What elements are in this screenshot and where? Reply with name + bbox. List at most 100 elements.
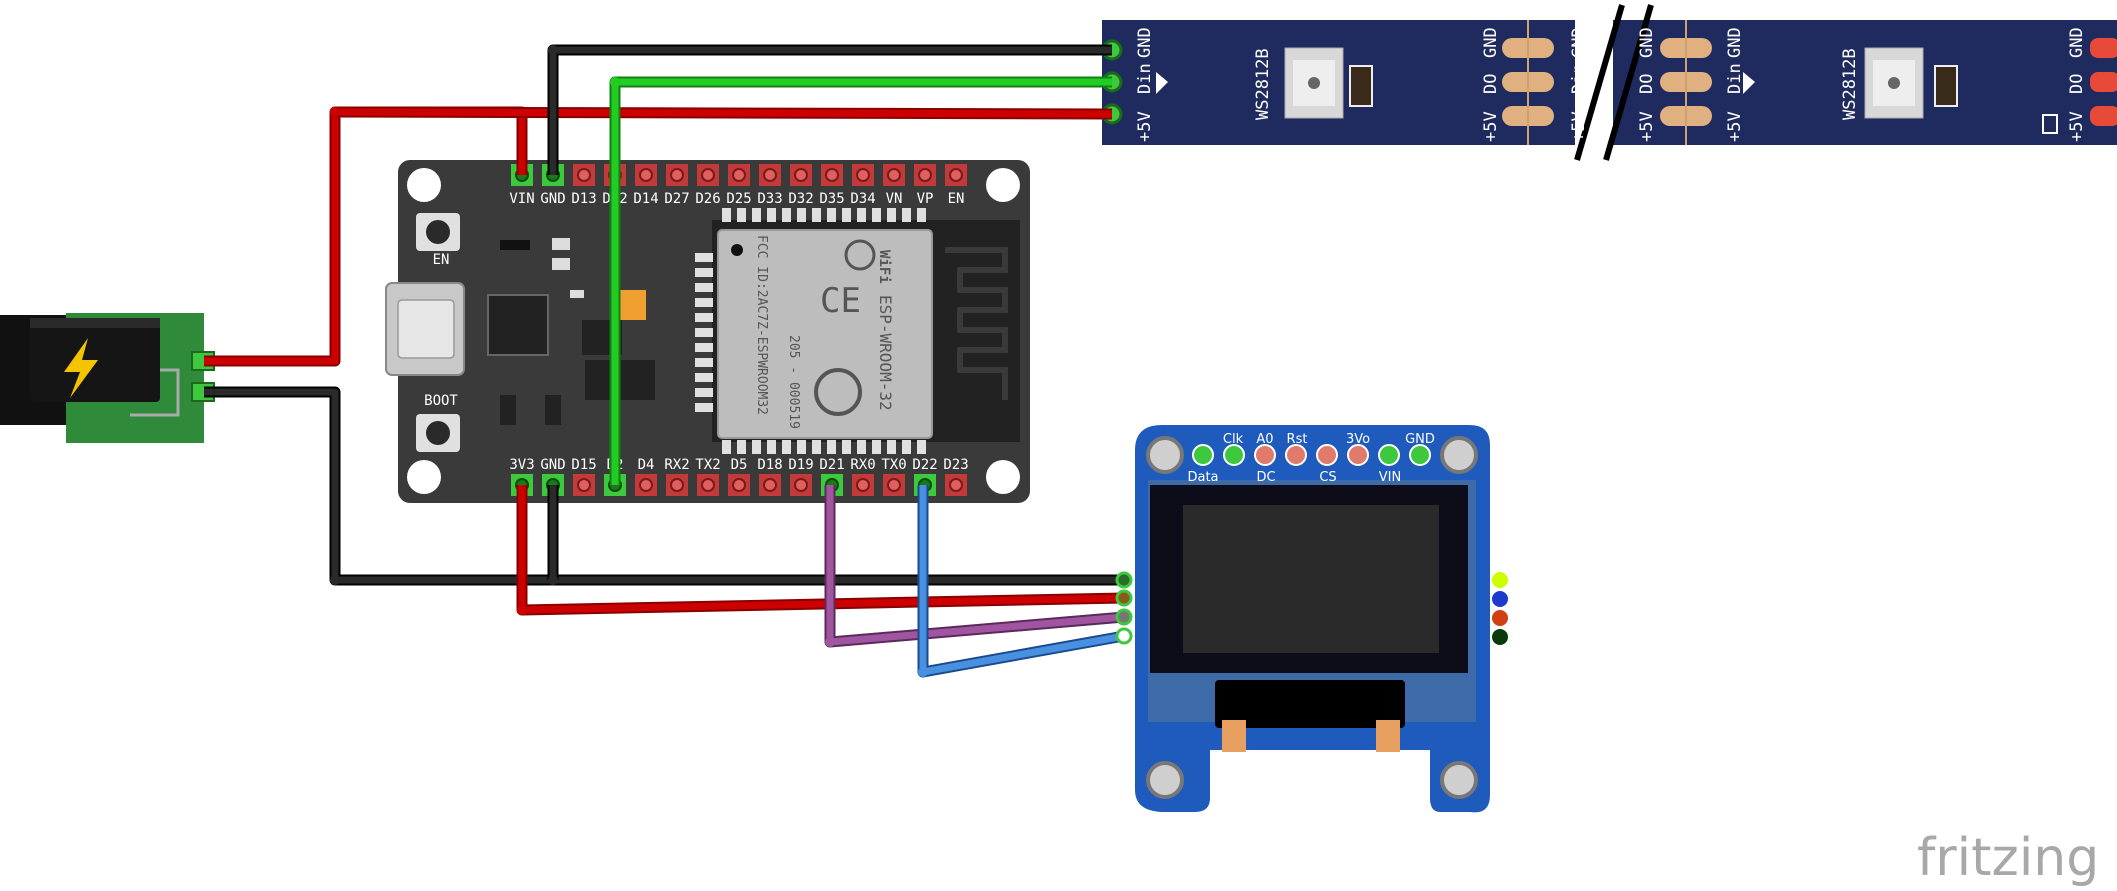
- top-pin-label: D34: [850, 191, 875, 207]
- strip-pin-label: GND: [1725, 27, 1745, 58]
- oled-pin: [1409, 444, 1431, 466]
- top-pin-label: D33: [757, 191, 782, 207]
- led-strip: WS2812B WS2812B: [1101, 4, 2117, 161]
- oled-pin: [1285, 444, 1307, 466]
- top-pin-label: D13: [571, 191, 596, 207]
- en-button[interactable]: [416, 213, 460, 251]
- oled-pin-label: Data: [1187, 470, 1218, 485]
- oled-pin: [1316, 444, 1338, 466]
- top-pin-label: D32: [788, 191, 813, 207]
- strip-pin-label: Din: [1135, 63, 1155, 94]
- top-pin-label: VN: [886, 191, 903, 207]
- bottom-pin-label: D19: [788, 457, 813, 473]
- wire-red-3v3-to-oled: [516, 485, 1125, 616]
- oled-pin-label: GND: [1405, 432, 1435, 447]
- led-segment-2: WS2812B: [1660, 20, 2117, 145]
- oled-pin-label: 3Vo: [1346, 432, 1370, 447]
- wroom-module: FCC ID:2AC7Z-ESPWROOM32 205 - 000519 ESP…: [712, 220, 1020, 442]
- bottom-pin-label: D15: [571, 457, 596, 473]
- lightning-icon: [64, 338, 98, 398]
- strip-pin-label: DO: [1481, 74, 1501, 94]
- oled-side-pad: [1492, 610, 1508, 626]
- strip-pin-label: +5V: [1481, 111, 1501, 142]
- oled-pin-label: CS: [1319, 470, 1336, 485]
- strip-pin-label: GND: [1135, 27, 1155, 58]
- top-pin-label: D35: [819, 191, 844, 207]
- strip-pin-label: Din: [1569, 63, 1589, 94]
- module-side-pins: [695, 253, 713, 412]
- ce-mark: CE: [820, 281, 861, 321]
- oled-side-pad: [1492, 629, 1508, 645]
- arrow-right-icon: [1156, 72, 1168, 94]
- strip-pin-label: DO: [1637, 74, 1657, 94]
- top-pin-label: GND: [540, 191, 565, 207]
- strip-pin-label: +5V: [1569, 111, 1589, 142]
- boot-button-label: BOOT: [424, 393, 458, 409]
- bottom-pin-label: RX2: [664, 457, 689, 473]
- wires: [204, 44, 1133, 678]
- bottom-pin-label: D18: [757, 457, 782, 473]
- module-bottom-pads: [722, 440, 926, 454]
- bottom-pin-label: D22: [912, 457, 937, 473]
- bottom-pin-label: TX2: [695, 457, 720, 473]
- bottom-pin-label: D23: [943, 457, 968, 473]
- strip-pin-label: GND: [1569, 27, 1589, 58]
- oled-pin-label: A0: [1256, 432, 1273, 447]
- module-fcc-id: FCC ID:2AC7Z-ESPWROOM32: [754, 235, 769, 415]
- oled-display: Clk A0 Rst 3Vo GND Data DC CS VIN: [1135, 425, 1508, 813]
- oled-pin: [1378, 444, 1400, 466]
- top-pin-label: D25: [726, 191, 751, 207]
- strip-pin-label: +5V: [1135, 111, 1155, 142]
- cpu-chip: [487, 294, 549, 356]
- oled-pin: [1254, 444, 1276, 466]
- top-pin-label: D26: [695, 191, 720, 207]
- oled-pin: [1192, 444, 1214, 466]
- oled-side-pad: [1492, 572, 1508, 588]
- bottom-pin-label: TX0: [881, 457, 906, 473]
- wifi-logo: WiFi: [876, 250, 892, 284]
- en-button-label: EN: [433, 252, 450, 268]
- bottom-pin-label: 3V3: [509, 457, 534, 473]
- oled-header: Clk A0 Rst 3Vo GND Data DC CS VIN: [1187, 432, 1434, 485]
- bottom-pin-label: D5: [731, 457, 748, 473]
- usb-connector: [385, 282, 465, 376]
- arrow-right-icon: [1743, 72, 1755, 94]
- bottom-pin-label: GND: [540, 457, 565, 473]
- led-strip-pin-labels: GND Din +5V GND DO +5V GND Din +5V GND DO +5V GND Din…: [1135, 27, 2087, 142]
- oled-pin: [1223, 444, 1245, 466]
- module-r-code: 205 - 000519: [786, 335, 801, 429]
- top-pin-label: D14: [633, 191, 658, 207]
- strip-pin-label: +5V: [1637, 111, 1657, 142]
- capacitor: [1934, 65, 1958, 107]
- module-name: ESP-WROOM-32: [876, 295, 895, 411]
- capacitor: [1349, 65, 1373, 107]
- strip-pin-label: Din: [1725, 63, 1745, 94]
- antenna-trace-icon: [945, 247, 1008, 400]
- oled-pin-label: VIN: [1379, 470, 1401, 485]
- oled-pin: [1347, 444, 1369, 466]
- oled-screen: [1183, 505, 1439, 653]
- boot-button[interactable]: [416, 414, 460, 452]
- top-pin-label: D27: [664, 191, 689, 207]
- capacitor: [618, 290, 646, 320]
- oled-pin-label: Rst: [1287, 432, 1308, 447]
- led-chip-label: WS2812B: [1840, 48, 1860, 120]
- top-pin-label: VIN: [509, 191, 534, 207]
- oled-side-pad: [1492, 591, 1508, 607]
- strip-pin-label: +5V: [2067, 111, 2087, 142]
- strip-pin-label: GND: [2067, 27, 2087, 58]
- strip-pin-label: GND: [1481, 27, 1501, 58]
- bottom-pin-label: D4: [638, 457, 655, 473]
- fritzing-watermark: fritzing: [1917, 828, 2099, 888]
- strip-pin-label: GND: [1637, 27, 1657, 58]
- led-chip-label: WS2812B: [1253, 48, 1273, 120]
- oled-pin-label: Clk: [1223, 432, 1244, 447]
- strip-pin-label: DO: [2067, 74, 2087, 94]
- espressif-logo-icon: [814, 368, 862, 416]
- oled-side-pads: [1492, 572, 1508, 645]
- power-jack: [0, 313, 215, 443]
- oled-pin-label: DC: [1256, 470, 1275, 485]
